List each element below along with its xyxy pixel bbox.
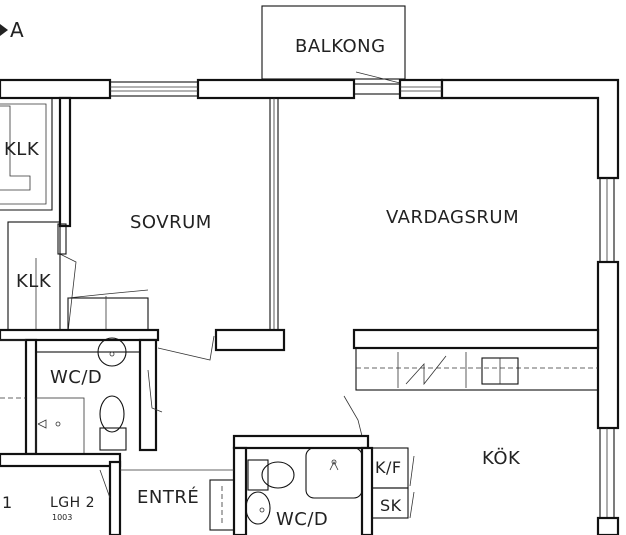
room-label-balkong: BALKONG	[295, 36, 386, 57]
entrance	[99, 460, 235, 535]
room-label-k-f: K/F	[375, 458, 402, 477]
room-label-wc-d-left: WC/D	[50, 367, 103, 388]
partition-wall	[157, 97, 600, 361]
room-label-vardagsrum: VARDAGSRUM	[386, 207, 520, 228]
bathroom-left	[0, 337, 163, 468]
kitchen-closets	[371, 447, 415, 519]
kitchen-counter	[355, 347, 599, 391]
room-label-wc-d-bottom: WC/D	[276, 509, 329, 530]
apartment-label: LGH 2	[50, 495, 96, 511]
room-label-kok: KÖK	[482, 448, 521, 469]
exterior-wall-right	[596, 177, 620, 535]
section-marker-label: A	[10, 18, 25, 42]
room-label-sovrum: SOVRUM	[130, 212, 212, 233]
exterior-wall-top	[0, 78, 620, 180]
section-arrow-icon	[0, 24, 8, 36]
window-balcony	[400, 86, 442, 92]
balcony-door-swing	[355, 71, 401, 84]
hall-door-swing	[343, 395, 363, 437]
left-walls	[0, 96, 160, 342]
neighbor-number: 1	[2, 493, 13, 512]
room-label-entre: ENTRÉ	[137, 487, 200, 508]
apartment-number: 1003	[52, 513, 73, 522]
room-label-sk: SK	[380, 496, 402, 515]
room-label-klk-top: KLK	[4, 139, 40, 160]
room-label-klk-mid: KLK	[16, 271, 52, 292]
window-top-left	[110, 86, 198, 92]
